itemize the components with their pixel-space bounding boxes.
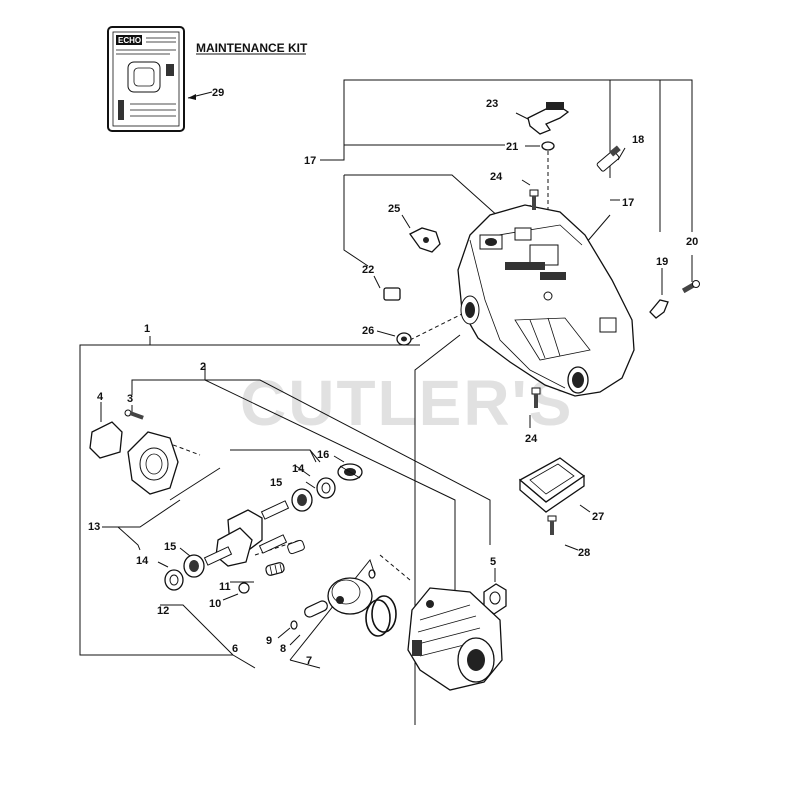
part-25-bracket[interactable] bbox=[409, 227, 441, 253]
part-19-catcher[interactable] bbox=[649, 299, 669, 319]
part-15-bearing-lower[interactable] bbox=[183, 554, 205, 578]
callout-26[interactable]: 26 bbox=[362, 325, 374, 337]
callout-22[interactable]: 22 bbox=[362, 264, 374, 276]
callout-29[interactable]: 29 bbox=[212, 87, 224, 99]
svg-text:ECHO: ECHO bbox=[118, 36, 141, 45]
part-15-bearing-upper[interactable] bbox=[291, 488, 313, 512]
leader-lines bbox=[79, 79, 693, 725]
callout-2[interactable]: 2 bbox=[200, 361, 206, 373]
callout-16[interactable]: 16 bbox=[317, 449, 329, 461]
callout-24-lower[interactable]: 24 bbox=[525, 433, 538, 445]
part-7-piston[interactable] bbox=[327, 577, 373, 615]
callout-27[interactable]: 27 bbox=[592, 511, 604, 523]
part-3-screw[interactable] bbox=[124, 409, 144, 420]
maintenance-kit-title: MAINTENANCE KIT bbox=[196, 41, 308, 55]
watermark: CUTLER'S bbox=[240, 367, 573, 439]
crank-pin bbox=[287, 539, 305, 555]
part-13-crankshaft[interactable] bbox=[203, 500, 290, 567]
maintenance-kit-card[interactable]: ECHO bbox=[107, 26, 185, 132]
callout-18[interactable]: 18 bbox=[632, 134, 644, 146]
callout-10[interactable]: 10 bbox=[209, 598, 221, 610]
callout-15-lower[interactable]: 15 bbox=[164, 541, 176, 553]
part-4-gasket[interactable] bbox=[89, 421, 123, 459]
part-5-gasket[interactable] bbox=[483, 583, 507, 615]
part-24-bolt-upper[interactable] bbox=[529, 189, 539, 210]
callout-25[interactable]: 25 bbox=[388, 203, 400, 215]
callout-14-lower[interactable]: 14 bbox=[136, 555, 149, 567]
callout-13[interactable]: 13 bbox=[88, 521, 100, 533]
part-9-circlip[interactable] bbox=[290, 620, 298, 630]
part-21-plug[interactable] bbox=[541, 141, 555, 151]
callout-28[interactable]: 28 bbox=[578, 547, 590, 559]
callout-4[interactable]: 4 bbox=[97, 391, 104, 403]
echo-logo: ECHO bbox=[116, 35, 142, 45]
callout-3[interactable]: 3 bbox=[127, 393, 133, 405]
callout-23[interactable]: 23 bbox=[486, 98, 498, 110]
callout-15-upper[interactable]: 15 bbox=[270, 477, 282, 489]
part-6-cylinder[interactable] bbox=[407, 587, 503, 691]
part-10-washer[interactable] bbox=[238, 582, 250, 594]
part-11-needle-bearing[interactable] bbox=[265, 562, 285, 576]
callout-8[interactable]: 8 bbox=[280, 643, 286, 655]
callout-17-right[interactable]: 17 bbox=[622, 197, 634, 209]
part-28-screw[interactable] bbox=[547, 515, 557, 535]
callout-12[interactable]: 12 bbox=[157, 605, 169, 617]
part-23-lever[interactable] bbox=[527, 102, 570, 135]
part-22-stopper[interactable] bbox=[383, 287, 401, 301]
callout-19[interactable]: 19 bbox=[656, 256, 668, 268]
callouts: 29 23 18 21 17 24 17 25 20 19 22 1 26 2 … bbox=[88, 87, 698, 667]
callout-17-left[interactable]: 17 bbox=[304, 155, 316, 167]
callout-9[interactable]: 9 bbox=[266, 635, 272, 647]
part-2-insulator[interactable] bbox=[127, 431, 179, 495]
part-27-mount[interactable] bbox=[518, 457, 586, 513]
callout-14-upper[interactable]: 14 bbox=[292, 463, 305, 475]
callout-24-upper[interactable]: 24 bbox=[490, 171, 503, 183]
callout-1[interactable]: 1 bbox=[144, 323, 150, 335]
callout-11[interactable]: 11 bbox=[219, 581, 231, 593]
circlip bbox=[368, 569, 376, 579]
part-14-seal-lower[interactable] bbox=[164, 569, 184, 591]
callout-20[interactable]: 20 bbox=[686, 236, 698, 248]
piston-rings[interactable] bbox=[365, 595, 397, 637]
callout-6[interactable]: 6 bbox=[232, 643, 238, 655]
part-20-screw[interactable] bbox=[681, 280, 700, 294]
part-18-fitting[interactable] bbox=[596, 145, 621, 172]
part-14-seal-upper[interactable] bbox=[316, 477, 336, 499]
part-16-spring[interactable] bbox=[337, 463, 363, 481]
callout-5[interactable]: 5 bbox=[490, 556, 496, 568]
crankcase[interactable] bbox=[457, 204, 635, 397]
callout-21[interactable]: 21 bbox=[506, 141, 518, 153]
part-26-plug[interactable] bbox=[396, 332, 412, 346]
callout-7[interactable]: 7 bbox=[306, 655, 312, 667]
part-8-piston-pin[interactable] bbox=[303, 599, 329, 618]
part-24-bolt-lower[interactable] bbox=[531, 387, 541, 408]
